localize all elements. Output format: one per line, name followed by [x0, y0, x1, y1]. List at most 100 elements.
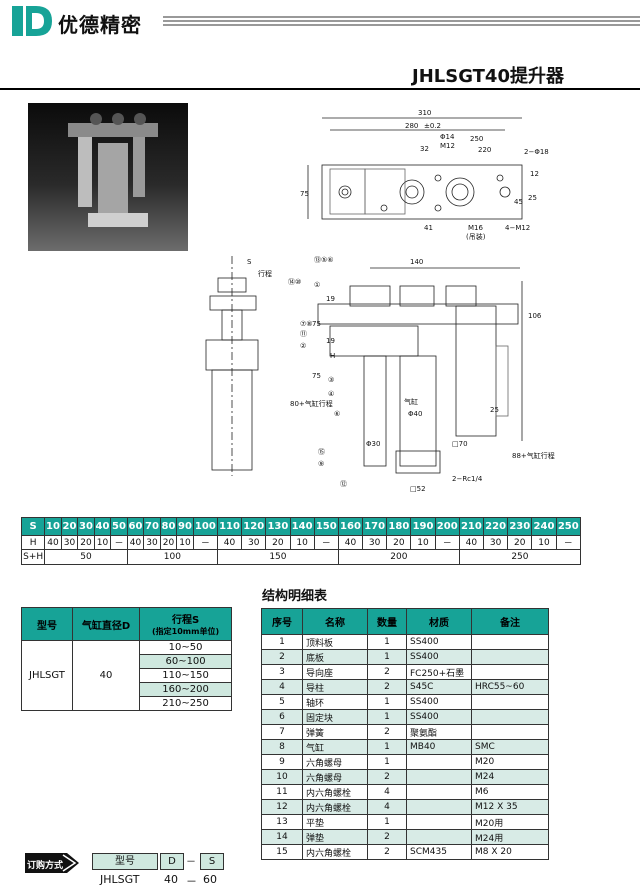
parts-cell: 弹垫 [302, 829, 368, 845]
dim-tolerance: ±0.2 [424, 122, 441, 130]
parts-cell [471, 664, 549, 680]
dim-32: 32 [420, 145, 429, 153]
parts-cell: 导柱 [302, 679, 368, 695]
parts-cell: 2 [367, 679, 407, 695]
parts-cell [406, 754, 472, 770]
parts-cell: 4 [261, 679, 303, 695]
dim-75a: 75 [312, 320, 321, 328]
dim-h: H [330, 352, 335, 360]
parts-cell: 2 [367, 769, 407, 785]
header-rule [163, 16, 640, 26]
parts-cell [406, 769, 472, 785]
order-s-header: S [200, 853, 224, 870]
dim-phi14: Φ14 [440, 133, 455, 141]
dim-rc14: 2−Rc1/4 [452, 475, 483, 483]
parts-cell: 1 [367, 709, 407, 725]
order-model-value: JHLSGT [100, 873, 140, 886]
parts-cell: 15 [261, 844, 303, 860]
dim-250: 250 [470, 135, 483, 143]
parts-cell: 内六角螺栓 [302, 784, 368, 800]
callout-15: ⑮ [318, 448, 325, 456]
dim-80-stroke: 80+气缸行程 [290, 399, 333, 408]
side-view [205, 256, 259, 476]
parts-cell: SS400 [406, 694, 472, 710]
callout-1356: ⑬⑤⑥ [314, 256, 334, 264]
parts-cell: 弹簧 [302, 724, 368, 740]
parts-cell: 底板 [302, 649, 368, 665]
parts-table-title: 结构明细表 [262, 589, 328, 604]
callout-2: ② [300, 342, 306, 350]
parts-cell: 导向座 [302, 664, 368, 680]
parts-cell [406, 829, 472, 845]
dim-sq52: □52 [410, 485, 426, 493]
parts-cell [471, 694, 549, 710]
parts-cell: 2 [367, 724, 407, 740]
parts-cell: 固定块 [302, 709, 368, 725]
dim-19b: 19 [326, 337, 335, 345]
dim-45: 45 [514, 198, 523, 206]
parts-cell [406, 814, 472, 830]
parts-cell: 11 [261, 784, 303, 800]
callout-1: ① [314, 281, 320, 289]
parts-cell: 3 [261, 664, 303, 680]
dim-220: 220 [478, 146, 491, 154]
parts-cell: M20用 [471, 814, 549, 830]
order-dash-2: － [186, 875, 197, 888]
dim-25-front: 25 [490, 406, 499, 414]
dim-hoisting: (吊装) [466, 232, 486, 241]
parts-cell: SCM435 [406, 844, 472, 860]
dim-25: 25 [528, 194, 537, 202]
dim-41: 41 [424, 224, 433, 232]
label-s: S [20, 517, 46, 536]
callout-9: ⑨ [318, 460, 324, 468]
parts-cell [471, 634, 549, 650]
parts-cell: 六角螺母 [302, 754, 368, 770]
parts-cell: 4 [367, 784, 407, 800]
parts-cell: 1 [367, 814, 407, 830]
model-value: JHLSGT [21, 640, 73, 711]
parts-cell: 气缸 [302, 739, 368, 755]
product-title: JHLSGT40提升器 [412, 66, 564, 87]
dim-stroke-label: 行程 [258, 269, 272, 278]
parts-cell: 4 [367, 799, 407, 815]
jd-logo [12, 6, 52, 36]
dim-75-top: 75 [300, 190, 309, 198]
title-underline [0, 88, 640, 90]
parts-cell: 14 [261, 829, 303, 845]
dim-106: 106 [528, 312, 542, 320]
order-badge-label: 订购方式 [27, 861, 64, 871]
product-photo [28, 103, 188, 251]
parts-cell: 轴环 [302, 694, 368, 710]
parts-cell: 1 [261, 634, 303, 650]
parts-cell: FC250+石墨 [406, 664, 472, 680]
dim-280: 280 [405, 122, 418, 130]
parts-cell: 10 [261, 769, 303, 785]
technical-drawing: 310 280 ±0.2 Φ14 M12 250 32 220 2−Φ18 12… [205, 109, 555, 493]
parts-cell: 1 [367, 634, 407, 650]
dim-75b: 75 [312, 372, 321, 380]
parts-cell: 6 [261, 709, 303, 725]
label-sh: S+H [20, 549, 46, 565]
callout-1410: ⑭⑩ [288, 278, 301, 286]
parts-cell: 六角螺母 [302, 769, 368, 785]
parts-cell: M8 X 20 [471, 844, 549, 860]
parts-cell: 聚氨酯 [406, 724, 472, 740]
label-h: H [20, 535, 46, 550]
stroke-table-sh-row: S+H 50 100 150 200 250 [20, 549, 582, 565]
callout-12: ⑫ [340, 480, 347, 488]
parts-cell: M24用 [471, 829, 549, 845]
parts-cell [406, 784, 472, 800]
parts-cell [471, 709, 549, 725]
diameter-header: 气缸直径D [71, 607, 141, 641]
parts-cell: 1 [367, 754, 407, 770]
dim-19a: 19 [326, 295, 335, 303]
